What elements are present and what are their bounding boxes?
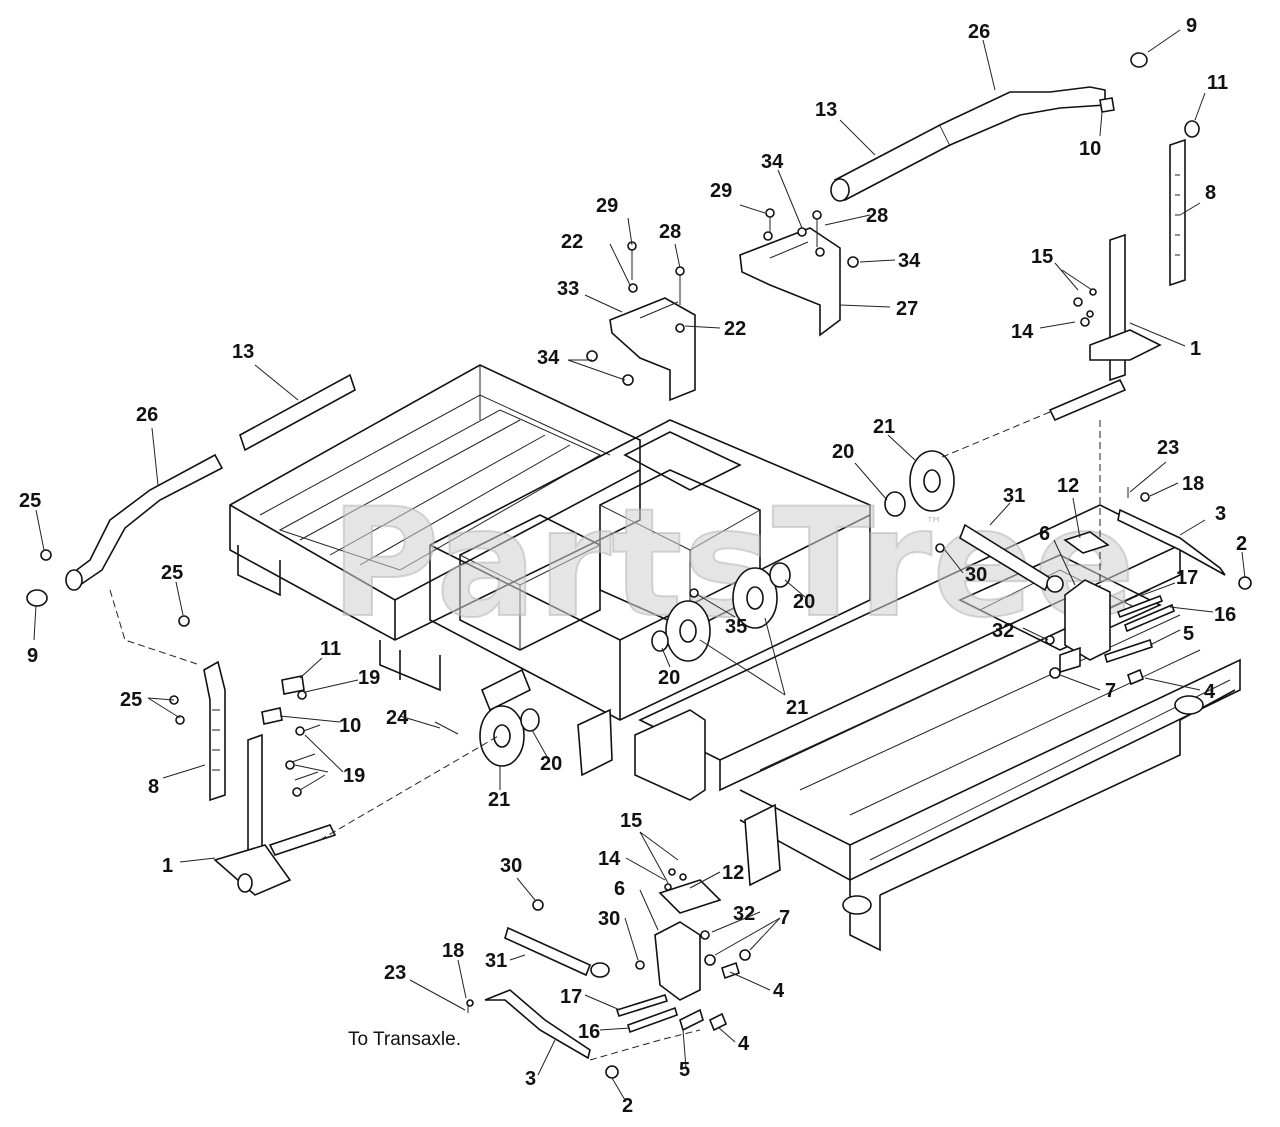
callout-33: 33 [557,278,579,300]
callout-10-top: 10 [1079,138,1101,160]
callout-30-right: 30 [965,564,987,586]
callout-32-right: 32 [992,620,1014,642]
callout-7-lower: 7 [779,907,790,929]
to-transaxle-note: To Transaxle. [348,1029,461,1050]
callout-4-lower-upper: 4 [773,980,785,1002]
callout-24: 24 [386,707,409,729]
callout-9-top: 9 [1186,15,1197,37]
callout-14-top: 14 [1011,321,1034,343]
callout-27: 27 [896,298,918,320]
callout-34-top: 34 [761,151,784,173]
callout-34-left: 34 [537,347,560,369]
callout-22-left: 22 [561,231,583,253]
callout-28-top: 28 [866,205,888,227]
callout-34-right: 34 [898,250,921,272]
callout-23-right: 23 [1157,437,1179,459]
callout-25-lower-left: 25 [120,689,142,711]
callout-13-top: 13 [815,99,837,121]
callout-18-right: 18 [1182,473,1204,495]
callout-17-lower: 17 [560,986,582,1008]
callout-7-right: 7 [1105,680,1116,702]
callout-30-lower-top: 30 [500,855,522,877]
callout-6-right: 6 [1039,523,1050,545]
callout-5-right: 5 [1183,623,1194,645]
callout-5-lower: 5 [679,1059,690,1081]
callout-11-left: 11 [320,638,341,660]
callout-20-left: 20 [540,753,562,775]
callout-29-top: 29 [710,180,732,202]
callout-26-left: 26 [136,404,158,426]
right-lever-assembly [935,138,1252,686]
left-lever-assembly [26,373,1051,896]
callout-13-left: 13 [232,341,254,363]
hubs [479,450,955,767]
callout-21-top: 21 [873,416,895,438]
callout-19-lower: 19 [343,765,365,787]
callout-2-right: 2 [1236,533,1247,555]
callout-10-left: 10 [339,715,361,737]
callout-31-lower: 31 [485,950,507,972]
callout-16-right: 16 [1214,604,1236,626]
callout-19-upper: 19 [358,667,380,689]
callout-35: 35 [725,616,747,638]
leader-lines [33,29,1246,1101]
callout-3-lower: 3 [525,1068,536,1090]
callout-31-right: 31 [1003,485,1025,507]
callout-4-lower: 4 [738,1033,750,1055]
callout-22-right: 22 [724,318,746,340]
callout-20-lower: 20 [658,667,680,689]
callout-25-left: 25 [161,562,183,584]
callout-9-left: 9 [27,645,38,667]
main-frame [229,364,1241,952]
callout-4-right: 4 [1204,681,1216,703]
callout-labels: 26 9 11 13 10 8 34 29 28 34 27 29 22 28 … [19,15,1247,1117]
callout-12-right: 12 [1057,475,1079,497]
callout-29-left: 29 [596,195,618,217]
callout-11-top: 11 [1207,72,1228,94]
callout-23-lower: 23 [384,962,406,984]
callout-6-lower: 6 [614,878,625,900]
callout-21-mid: 21 [786,697,808,719]
callout-15-top: 15 [1031,246,1053,268]
callout-30-lower: 30 [598,908,620,930]
callout-17-right: 17 [1176,567,1198,589]
lower-linkage-assembly [466,868,751,1079]
callout-8-right: 8 [1205,182,1216,204]
callout-16-lower: 16 [578,1021,600,1043]
watermark: PartsTree [330,477,1135,651]
callout-20-mid: 20 [793,591,815,613]
callout-15-lower: 15 [620,810,642,832]
callout-32-lower: 32 [733,903,755,925]
callout-14-lower: 14 [598,848,621,870]
callout-3-right: 3 [1215,503,1226,525]
callout-1-right: 1 [1190,338,1201,360]
callout-26-top: 26 [968,21,990,43]
callout-8-left: 8 [148,776,159,798]
callout-12-lower: 12 [722,862,744,884]
callout-2-lower: 2 [622,1095,633,1117]
trademark: ™ [925,514,943,535]
callout-20-top: 20 [832,441,854,463]
callout-28-left: 28 [659,221,681,243]
callout-18-lower: 18 [442,940,464,962]
upper-handle-assembly [586,52,1200,402]
callout-1-left: 1 [162,855,173,877]
callout-25-far-left: 25 [19,490,41,512]
callout-21-left: 21 [488,789,510,811]
